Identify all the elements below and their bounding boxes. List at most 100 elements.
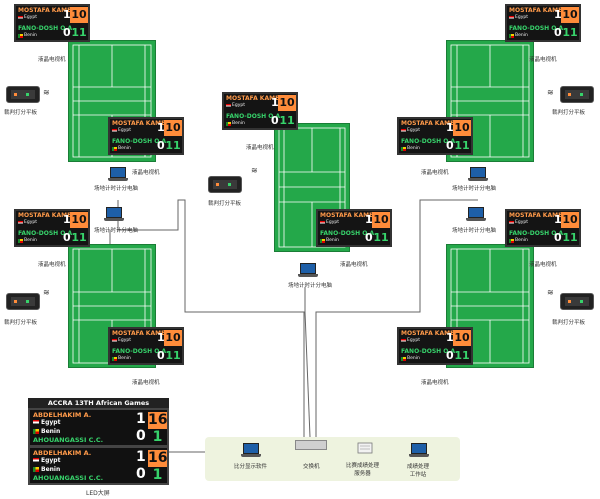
referee-tablet	[6, 293, 40, 310]
player2-points: 11	[279, 114, 295, 127]
player1-points: 10	[70, 212, 88, 228]
benin-flag-icon	[320, 239, 325, 243]
player2-country: Benin	[232, 121, 245, 126]
player2-points: 11	[71, 26, 87, 39]
led-player1-name: ABDELHAKIM A.	[33, 411, 92, 419]
player1-country: Egypt	[118, 338, 131, 343]
player2-points: 11	[562, 231, 578, 244]
led-country1: Egypt	[41, 457, 61, 464]
player2-sets: 0	[63, 231, 71, 244]
player2-country: Benin	[24, 238, 37, 243]
benin-flag-icon	[509, 34, 514, 38]
player2-sets: 0	[365, 231, 373, 244]
led-sets2: 0	[136, 466, 146, 482]
laptop-icon	[104, 207, 124, 223]
player2-name: FANO-DOSH O.A.	[401, 348, 458, 355]
player2-name: FANO-DOSH O.A.	[18, 230, 75, 237]
benin-flag-icon	[112, 357, 117, 361]
laptop-icon	[298, 263, 318, 279]
egypt-flag-icon	[18, 221, 23, 225]
benin-flag-icon	[18, 34, 23, 38]
benin-flag-icon	[18, 239, 23, 243]
player1-country: Egypt	[232, 103, 245, 108]
results-server-label: 比赛成绩处理 服务器	[346, 463, 380, 477]
egypt-flag-icon	[112, 339, 117, 343]
player2-sets: 0	[63, 26, 71, 39]
tablet-label: 裁判打分平板	[4, 320, 38, 326]
player2-sets: 0	[554, 231, 562, 244]
tv-label: 液晶电视机	[132, 170, 160, 176]
benin-flag-icon	[509, 239, 514, 243]
player2-points: 11	[454, 139, 470, 152]
led-caption: LED大屏	[86, 490, 110, 497]
player2-sets: 0	[446, 139, 454, 152]
player1-points: 10	[278, 95, 296, 111]
player2-name: FANO-DOSH O.A.	[226, 113, 283, 120]
player2-country: Benin	[24, 33, 37, 38]
led-points1: 16	[148, 412, 168, 429]
laptop-icon	[241, 443, 261, 459]
player1-points: 10	[70, 7, 88, 23]
tablet-label: 裁判打分平板	[552, 110, 586, 116]
tv-label: 液晶电视机	[246, 145, 274, 151]
switch-label: 交换机	[303, 464, 320, 470]
led-country1: Egypt	[41, 419, 61, 426]
player1-country: Egypt	[24, 15, 37, 20]
benin-flag-icon	[226, 122, 231, 126]
tablet-label: 裁判打分平板	[208, 201, 242, 207]
wifi-icon: ≋	[43, 88, 50, 97]
player1-points: 10	[561, 7, 579, 23]
led-sets2: 0	[136, 428, 146, 444]
scoreboard-software-label: 比分显示软件	[234, 464, 268, 470]
laptop-icon	[409, 443, 429, 459]
led-country2: Benin	[41, 428, 61, 435]
player2-country: Benin	[407, 146, 420, 151]
player1-sets: 1	[554, 8, 562, 21]
referee-tablet	[6, 86, 40, 103]
led-sets1: 1	[136, 411, 146, 427]
benin-flag-icon	[401, 357, 406, 361]
player2-sets: 0	[554, 26, 562, 39]
laptop-icon	[466, 207, 486, 223]
player1-name: MOSTAFA KAMEL M.	[401, 120, 469, 127]
player2-sets: 0	[271, 114, 279, 127]
led-player1-name: ABDELHAKIM A.	[33, 449, 92, 457]
tv-label: 液晶电视机	[38, 57, 66, 63]
server-icon	[357, 442, 373, 454]
player1-country: Egypt	[515, 220, 528, 225]
player1-name: MOSTAFA KAMEL M.	[18, 7, 86, 14]
player2-country: Benin	[407, 356, 420, 361]
led-points1: 16	[148, 450, 168, 467]
wifi-icon: ≋	[547, 288, 554, 297]
player1-sets: 1	[365, 213, 373, 226]
player2-country: Benin	[326, 238, 339, 243]
player1-sets: 1	[271, 96, 279, 109]
player2-points: 11	[373, 231, 389, 244]
player1-name: MOSTAFA KAMEL M.	[401, 330, 469, 337]
referee-tablet	[560, 86, 594, 103]
player1-sets: 1	[446, 121, 454, 134]
player2-name: FANO-DOSH O.A.	[401, 138, 458, 145]
player1-country: Egypt	[118, 128, 131, 133]
player2-sets: 0	[157, 139, 165, 152]
wifi-icon: ≋	[251, 166, 258, 175]
player1-name: MOSTAFA KAMEL M.	[226, 95, 294, 102]
player1-country: Egypt	[24, 220, 37, 225]
player1-points: 10	[164, 120, 182, 136]
court-pc-label: 场地计时计分电脑	[452, 228, 497, 234]
player1-country: Egypt	[515, 15, 528, 20]
tv-label: 液晶电视机	[132, 380, 160, 386]
player1-sets: 1	[157, 121, 165, 134]
